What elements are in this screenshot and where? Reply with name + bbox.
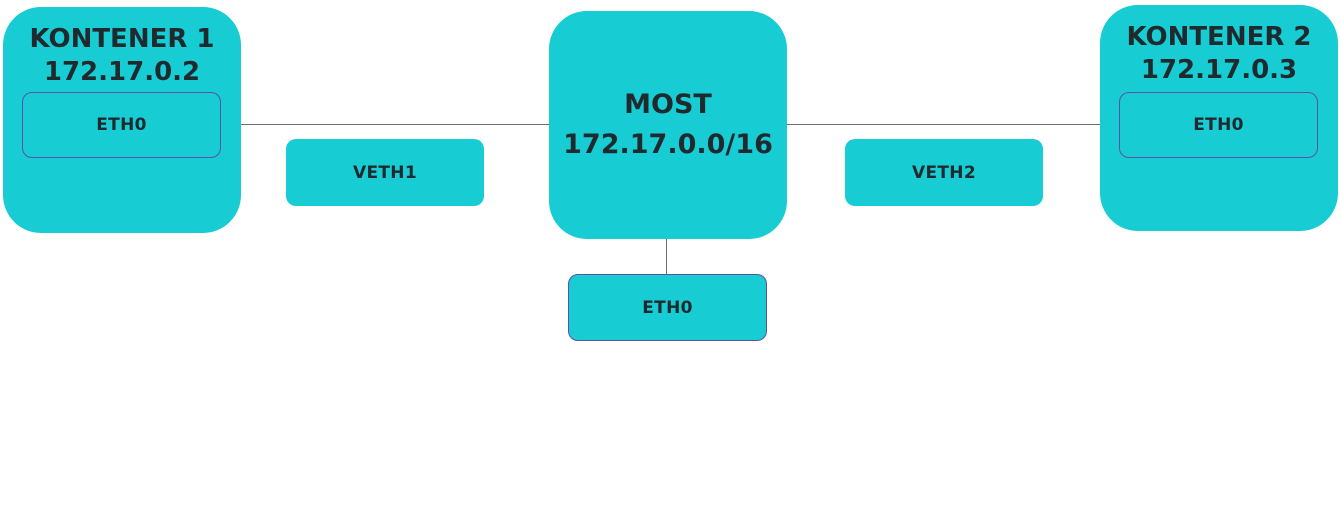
link-container1-bridge: [220, 124, 550, 125]
bridge-eth0-label: ETH0: [642, 297, 693, 318]
veth2-label: VETH2: [912, 162, 976, 183]
container-2-name: KONTENER 2: [1126, 22, 1312, 52]
link-bridge-eth0: [666, 238, 667, 275]
bridge-eth0: ETH0: [568, 274, 767, 341]
container-1-name: KONTENER 1: [29, 24, 215, 54]
bridge-node: MOST 172.17.0.0/16: [549, 11, 787, 239]
bridge-subnet: 172.17.0.0/16: [563, 129, 773, 160]
veth2-node: VETH2: [845, 139, 1043, 206]
veth1-node: VETH1: [286, 139, 484, 206]
container-1-eth0: ETH0: [22, 92, 221, 158]
container-1-ip: 172.17.0.2: [43, 57, 201, 87]
container-1-eth0-label: ETH0: [96, 115, 147, 135]
veth1-label: VETH1: [353, 162, 417, 183]
container-2-ip: 172.17.0.3: [1140, 55, 1298, 85]
bridge-name: MOST: [624, 89, 712, 120]
link-bridge-container2: [786, 124, 1120, 125]
container-2-eth0: ETH0: [1119, 92, 1318, 158]
container-2-eth0-label: ETH0: [1193, 115, 1244, 135]
